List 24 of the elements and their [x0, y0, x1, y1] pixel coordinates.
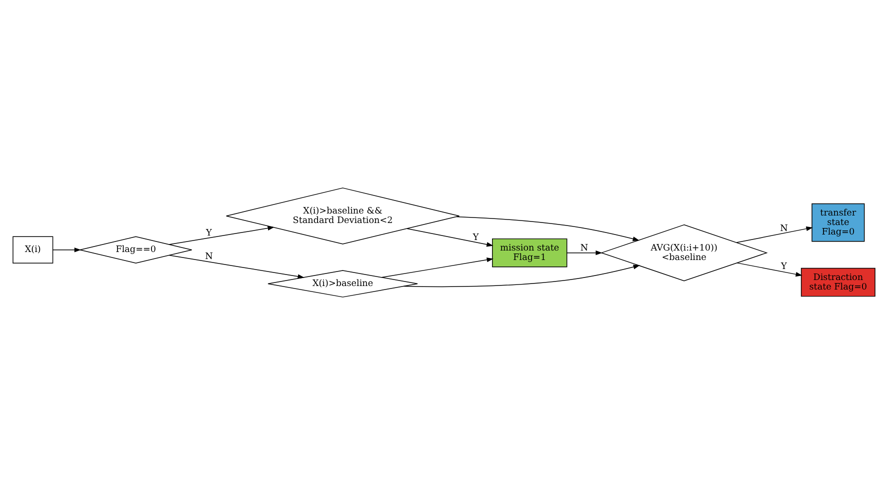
- arrow: [52, 247, 82, 252]
- node-box: X(i): [12, 236, 54, 263]
- arrow: [566, 250, 602, 255]
- edge-label: N: [580, 242, 588, 253]
- edge-label: Y: [781, 261, 787, 272]
- edge-label: Y: [472, 232, 479, 242]
- node-diamond: X(i)>baseline: [268, 270, 418, 297]
- edge-label: N: [205, 252, 213, 262]
- edge-label: N: [780, 224, 788, 234]
- arrow: [168, 225, 274, 244]
- edge-label: Y: [206, 228, 212, 238]
- arrow: [168, 254, 304, 278]
- arrow: [456, 216, 640, 241]
- node-diamond: Flag==0: [80, 236, 192, 264]
- arrow: [736, 226, 813, 242]
- arrow: [736, 262, 802, 276]
- arrow: [403, 264, 640, 287]
- node-box: mission state Flag=1: [492, 238, 568, 267]
- node-diamond: AVG(X(i:i+10)) <baseline: [600, 224, 768, 281]
- arrow: [381, 257, 494, 278]
- arrow: [406, 228, 494, 246]
- node-box: Distraction state Flag=0: [800, 267, 876, 296]
- node-diamond: X(i)>baseline && Standard Deviation<2: [226, 187, 460, 244]
- node-box: transfer state Flag=0: [812, 202, 865, 242]
